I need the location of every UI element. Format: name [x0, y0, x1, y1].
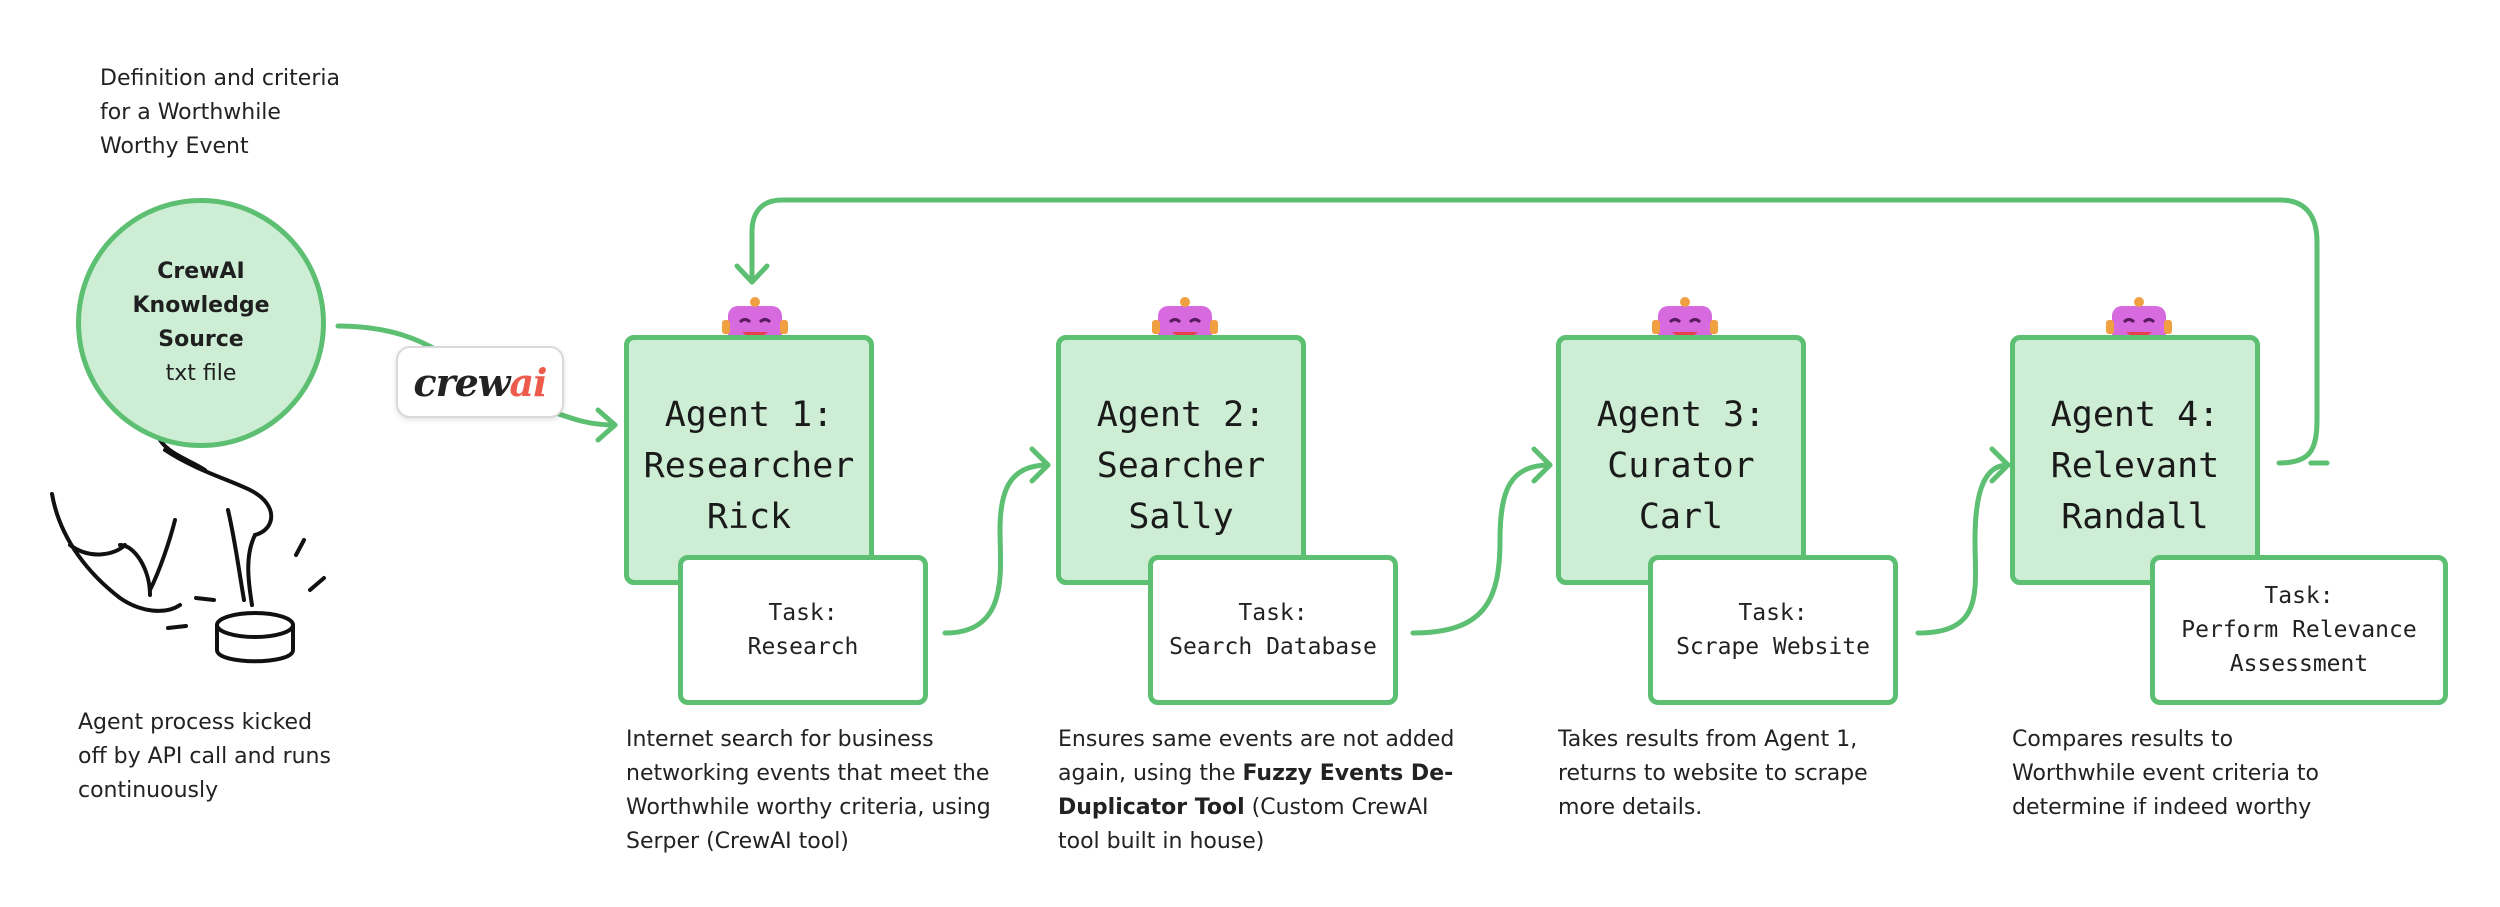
agent-3-card: Agent 3: Curator Carl	[1556, 335, 1806, 585]
logo-text-part2: ai	[509, 359, 547, 405]
logo-text-part1: crew	[413, 359, 510, 405]
connector-agent2-to-agent3	[1410, 462, 1553, 636]
knowledge-title-line: Knowledge	[132, 293, 270, 318]
agent-2-description: Ensures same events are not added again,…	[1058, 723, 1458, 859]
agent-4-description: Compares results to Worthwhile event cri…	[2012, 723, 2352, 825]
note-line: Worthy Event	[100, 134, 249, 159]
desc-text: (Custom CrewAI tool built in house)	[1058, 795, 1429, 854]
agent-3-task: Task: Scrape Website	[1648, 555, 1898, 705]
note-line: for a Worthwhile	[100, 100, 281, 125]
agent-3-description: Takes results from Agent 1, returns to w…	[1558, 723, 1898, 825]
note-line: off by API call and runs	[78, 744, 331, 769]
arrowhead-loop	[734, 263, 770, 285]
knowledge-title-line: Source	[158, 327, 244, 352]
agent-2-card: Agent 2: Searcher Sally	[1056, 335, 1306, 585]
note-line: Agent process kicked	[78, 710, 313, 735]
knowledge-subtitle: txt file	[165, 361, 237, 386]
agent-1-description: Internet search for business networking …	[626, 723, 996, 859]
connector-loop-back	[749, 197, 2330, 466]
desc-text: Takes results from Agent 1, returns to w…	[1558, 727, 1868, 820]
desc-text: Internet search for business networking …	[626, 727, 991, 854]
arrowhead-agent4	[1989, 446, 2011, 484]
arrowhead-agent1	[595, 407, 618, 443]
agent-2-task: Task: Search Database	[1148, 555, 1398, 705]
knowledge-title-line: CrewAI	[157, 259, 245, 284]
arrowhead-agent2	[1029, 446, 1051, 484]
agent-4-card: Agent 4: Relevant Randall	[2010, 335, 2260, 585]
agent-1-task: Task: Research	[678, 555, 928, 705]
desc-text: Compares results to Worthwhile event cri…	[2012, 727, 2320, 820]
trigger-note: Agent process kicked off by API call and…	[78, 706, 331, 808]
note-line: Definition and criteria	[100, 66, 340, 91]
hand-button-icon	[50, 438, 326, 664]
agent-4-task: Task: Perform Relevance Assessment	[2150, 555, 2448, 705]
desc-text: Ensures same events are not added again,…	[1058, 727, 1455, 786]
knowledge-source-node: CrewAI Knowledge Source txt file	[76, 198, 326, 448]
arrowhead-agent3	[1531, 446, 1553, 484]
connector-agent3-to-agent4	[1915, 462, 2011, 636]
connector-agent1-to-agent2	[942, 462, 1051, 636]
knowledge-definition-note: Definition and criteria for a Worthwhile…	[100, 62, 340, 164]
agent-1-card: Agent 1: Researcher Rick	[624, 335, 874, 585]
note-line: continuously	[78, 778, 219, 803]
desc-bold-text: Fuzzy Events De-Duplicator Tool	[1058, 761, 1454, 820]
